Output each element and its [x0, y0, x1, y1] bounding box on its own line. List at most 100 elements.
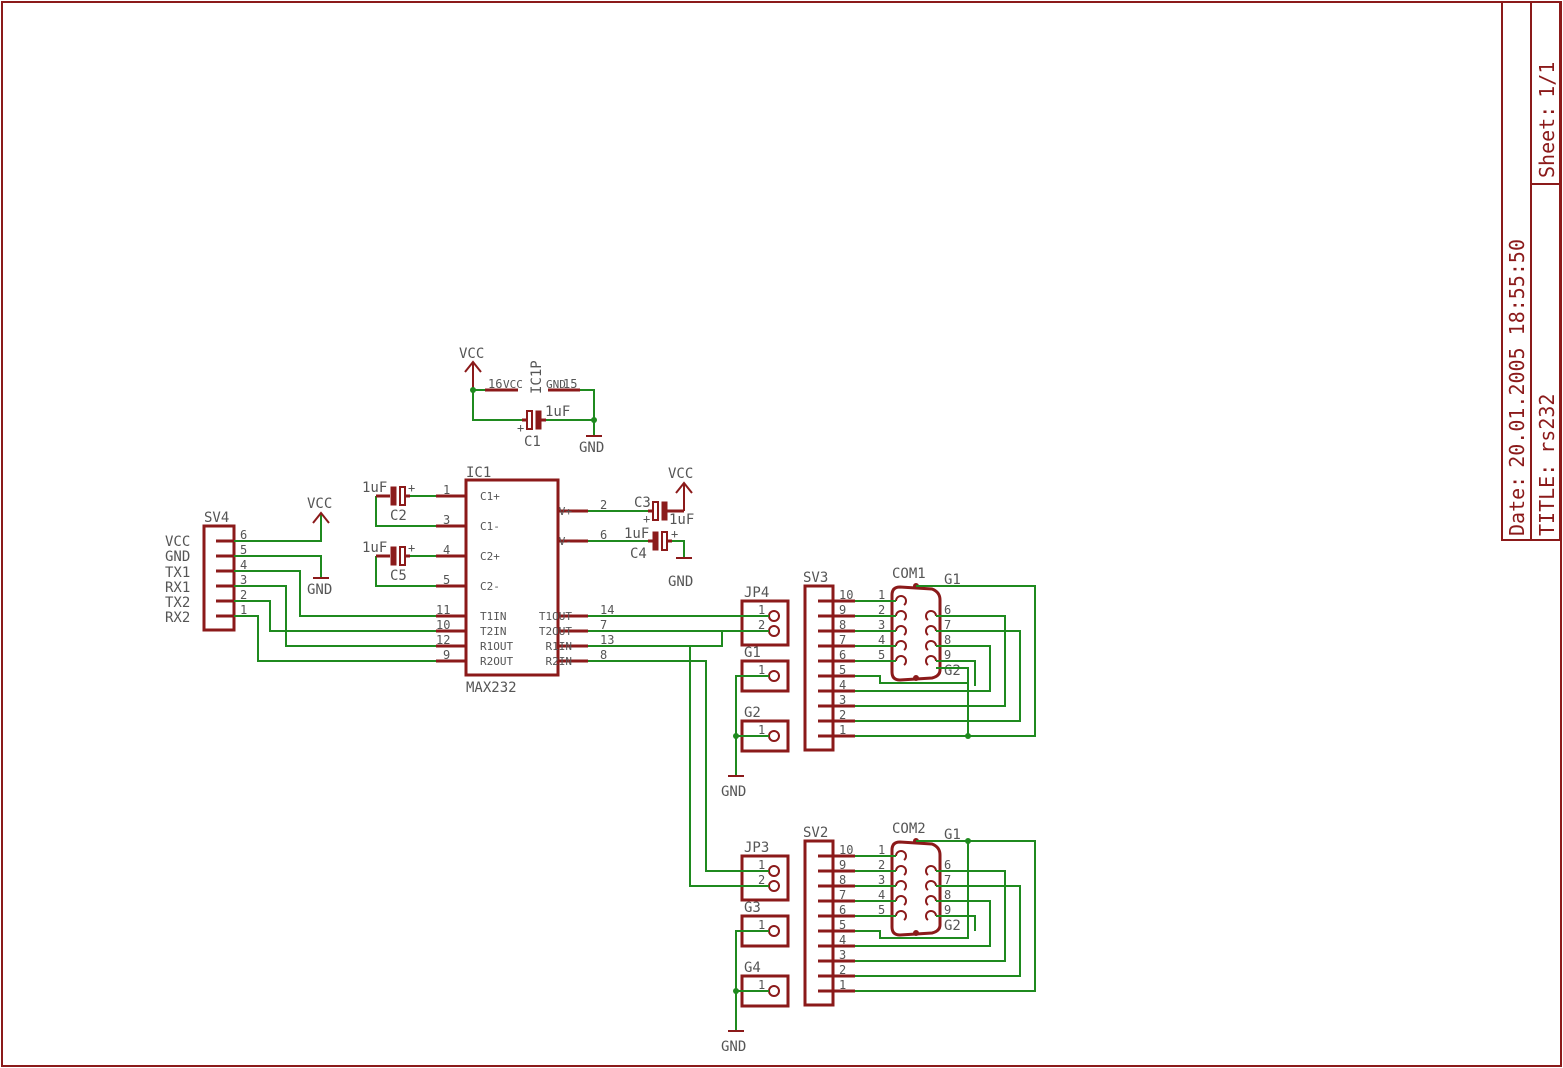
ic1-pin-num: 10	[436, 618, 450, 632]
c3-name: C3	[634, 495, 651, 511]
ic1p-pin15: 15	[563, 377, 577, 391]
com2-name: COM2	[892, 821, 926, 837]
com2-g2: G2	[944, 918, 961, 934]
jp3-name: JP3	[744, 840, 769, 856]
vcc-label-ic1p: VCC	[459, 346, 484, 362]
sv3-pin: 10	[839, 588, 853, 602]
sv4-pin: 6	[240, 528, 247, 542]
title-label: TITLE:	[1535, 464, 1559, 536]
com1-pin: 9	[944, 648, 951, 662]
c5-plus: +	[408, 541, 415, 555]
ic1-pin-num: 2	[600, 498, 607, 512]
sv2-pin: 9	[839, 858, 846, 872]
dsub-contact	[895, 595, 907, 606]
sv2-com2-wiring	[855, 838, 1036, 992]
dsub-contact	[895, 610, 907, 621]
date-label: Date:	[1505, 476, 1529, 536]
ic1-pin-name: R1IN	[546, 640, 573, 653]
sv3-pin: 5	[839, 663, 846, 677]
sv3-pin: 7	[839, 633, 846, 647]
c2-plus: +	[408, 481, 415, 495]
dsub-contact	[895, 865, 907, 876]
c1-plus: +	[517, 421, 524, 435]
sv3-pin: 1	[839, 723, 846, 737]
jp3-pin: 1	[758, 858, 765, 872]
sv3-pin: 4	[839, 678, 846, 692]
ic1-pin-name: V-	[559, 535, 572, 548]
com1-pin: 7	[944, 618, 951, 632]
g2-pin: 1	[758, 723, 765, 737]
com1-g2: G2	[944, 663, 961, 679]
sv2-pin: 6	[839, 903, 846, 917]
sv2-pin: 10	[839, 843, 853, 857]
dsub-contact	[895, 895, 907, 906]
connector-sv4: SV4 6 5 4 3 2 1 VCC GND TX1 RX1 TX2 RX2	[165, 510, 247, 632]
com1-name: COM1	[892, 566, 926, 582]
ic1-pin-name: T2IN	[480, 625, 507, 638]
sv4-wiring: VCC GND	[234, 496, 436, 662]
dsub-contact	[895, 625, 907, 636]
ic1p-gnd-name: GND	[546, 378, 566, 391]
dsub-contact	[895, 910, 907, 921]
jumper-jp3: JP3 1 2	[740, 840, 790, 902]
ic1-pin-name: R2OUT	[480, 655, 513, 668]
sheet-value: 1/1	[1535, 62, 1559, 98]
com1-pin: 4	[878, 633, 885, 647]
sv3-pin: 3	[839, 693, 846, 707]
ic1-pin-num: 1	[443, 483, 450, 497]
sv3-com1-wiring	[855, 585, 1036, 739]
ic1-pin-num: 12	[436, 633, 450, 647]
jp3-wiring: GND	[588, 646, 769, 1055]
ic1p-power-section: VCC 16 VCC GND 15 IC1P + 1uF C1 GND	[459, 346, 604, 456]
sv4-signal: TX2	[165, 595, 190, 611]
ic1-pin-num: 6	[600, 528, 607, 542]
ic1-pin-num: 13	[600, 633, 614, 647]
sv4-name: SV4	[204, 510, 229, 526]
com2-pin: 3	[878, 873, 885, 887]
ic1-pin-num: 9	[443, 648, 450, 662]
gnd-label-sv4: GND	[307, 582, 332, 598]
dsub-com1: COM1 1 2 3 4 5 6 7 8 9 G1 G2	[878, 566, 961, 682]
com2-pin: 8	[944, 888, 951, 902]
jp4-pin: 1	[758, 603, 765, 617]
sv2-pin: 3	[839, 948, 846, 962]
g1-pin: 1	[758, 663, 765, 677]
g4-pin: 1	[758, 978, 765, 992]
capacitor-c1: + 1uF C1	[517, 404, 570, 450]
gnd-label-g4: GND	[721, 1039, 746, 1055]
sv3-pin: 8	[839, 618, 846, 632]
dsub-contact	[925, 910, 937, 921]
com1-pin: 2	[878, 603, 885, 617]
ic1-pin-num: 14	[600, 603, 614, 617]
c1-value: 1uF	[545, 404, 570, 420]
ic1-name: IC1	[466, 465, 491, 481]
sv3-pin: 2	[839, 708, 846, 722]
ic1-pin-num: 7	[600, 618, 607, 632]
jumper-g4: G4 1	[740, 960, 790, 1008]
title-block: Date:20.01.2005 18:55:50 TITLE:rs232 She…	[1501, 1, 1561, 541]
date-value: 20.01.2005 18:55:50	[1505, 239, 1529, 468]
jp4-pin: 2	[758, 618, 765, 632]
g2-name: G2	[744, 705, 761, 721]
com1-pin: 1	[878, 588, 885, 602]
c5-value: 1uF	[362, 540, 387, 556]
dsub-com2: COM2 1 2 3 4 5 6 7 8 9 G1 G2	[878, 821, 961, 937]
dsub-contact	[925, 865, 937, 876]
sv3-name: SV3	[803, 570, 828, 586]
capacitor-c3: VCC + C3 1uF	[588, 466, 694, 528]
dsub-contact	[925, 655, 937, 666]
dsub-contact	[925, 895, 937, 906]
ic1-pin-name: R2IN	[546, 655, 573, 668]
ic1-pin-num: 5	[443, 573, 450, 587]
com2-pin: 9	[944, 903, 951, 917]
sv2-name: SV2	[803, 825, 828, 841]
c2-value: 1uF	[362, 480, 387, 496]
sv3-pin: 9	[839, 603, 846, 617]
com1-pin: 8	[944, 633, 951, 647]
capacitor-c5: + 1uF C5	[362, 540, 436, 587]
dsub-contact	[925, 625, 937, 636]
ic1p-pin16: 16	[488, 377, 502, 391]
g1-name: G1	[744, 645, 761, 661]
dsub-contact	[895, 640, 907, 651]
com2-pin: 5	[878, 903, 885, 917]
